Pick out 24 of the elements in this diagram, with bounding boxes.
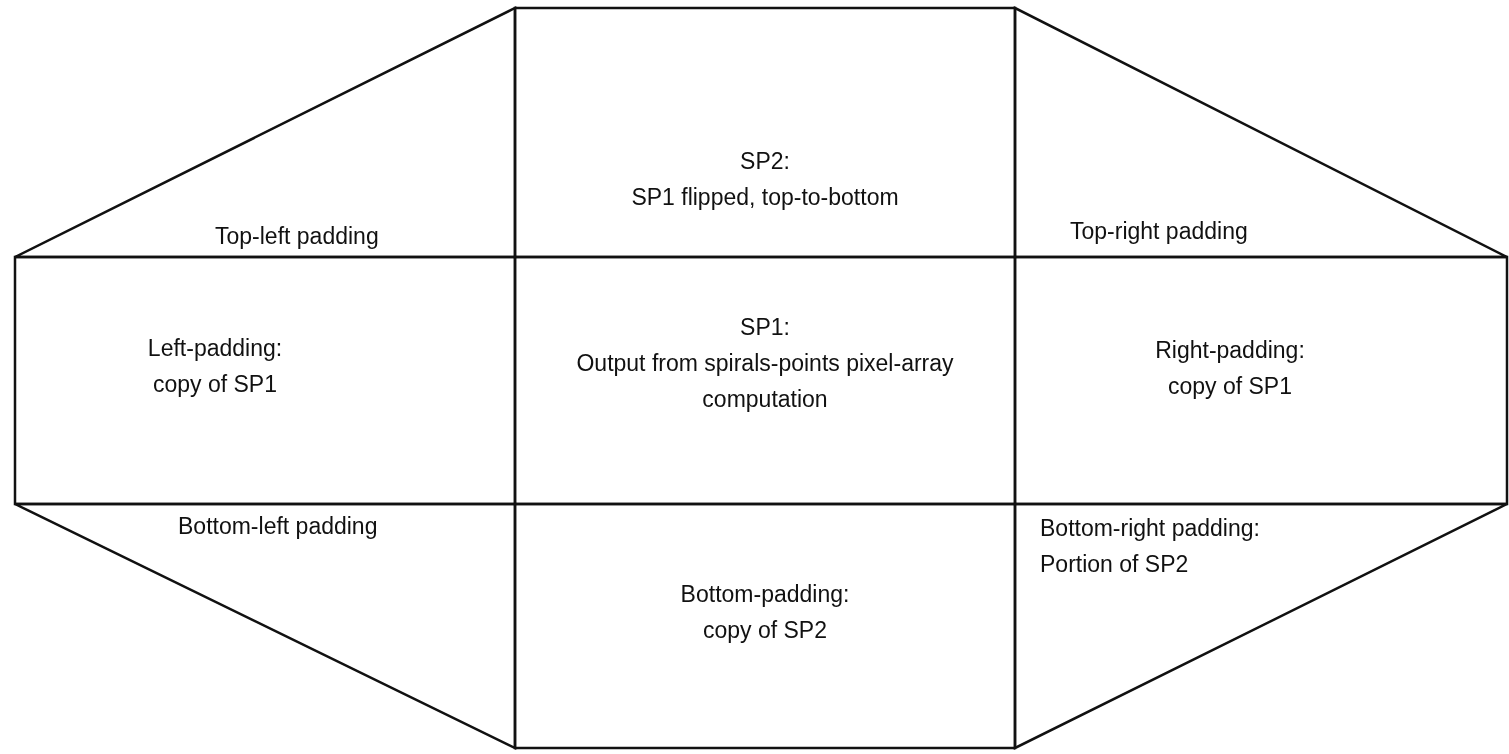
region-label: copy of SP1 [152,370,278,399]
region-heading: Right-padding: [1154,336,1306,365]
region-heading: Left-padding: [146,334,284,363]
panel [515,257,1015,504]
region-label: Portion of SP2 [1040,550,1190,579]
region-label: SP1 flipped, top-to-bottom [630,183,900,212]
region-label: Top-left padding [215,222,380,251]
region-heading: SP1: [739,313,791,342]
triangle-region [1015,8,1507,257]
triangle-region [15,504,515,748]
region-label: copy of SP2 [702,616,828,645]
triangle-region [15,8,515,257]
panel [15,257,515,504]
triangle-region [1015,504,1507,748]
region-heading: Bottom-padding: [679,580,851,609]
region-heading: SP2: [739,147,791,176]
region-label: copy of SP1 [1167,372,1293,401]
region-label: Top-right padding [1070,217,1249,246]
panel [1015,257,1507,504]
region-heading: Bottom-right padding: [1040,514,1261,543]
panel [515,8,1015,257]
region-label: Bottom-left padding [178,512,379,541]
panel [515,504,1015,748]
region-label: Output from spirals-points pixel-array computation [575,349,955,414]
